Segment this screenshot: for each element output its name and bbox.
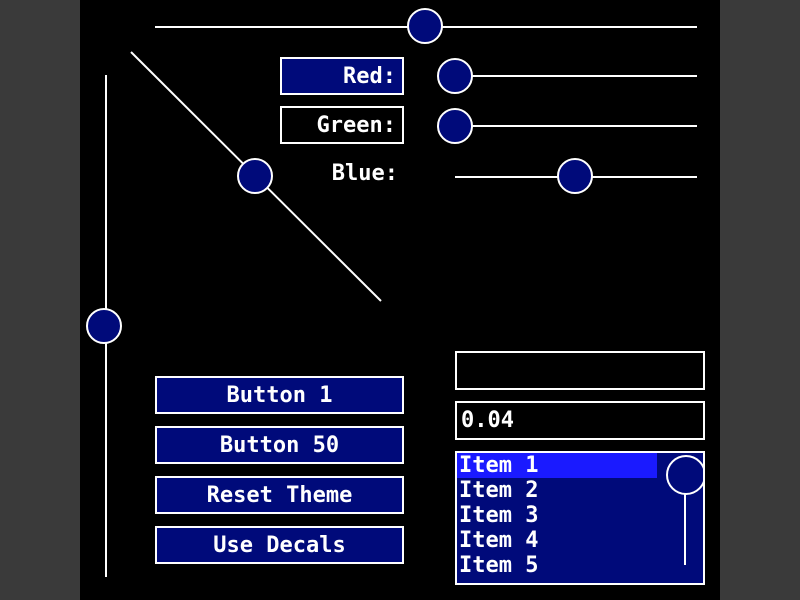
vertical-slider-knob[interactable]: [86, 308, 122, 344]
green-label: Green:: [280, 106, 404, 144]
red-label: Red:: [280, 57, 404, 95]
list-item[interactable]: Item 2: [459, 478, 539, 503]
app-window: Red: Green: Blue: Button 1 Button 50 Res…: [80, 0, 720, 600]
reset-theme-button[interactable]: Reset Theme: [155, 476, 404, 514]
green-slider-knob[interactable]: [437, 108, 473, 144]
list-item[interactable]: Item 1: [457, 453, 657, 478]
top-slider-knob[interactable]: [407, 8, 443, 44]
red-slider-knob[interactable]: [437, 58, 473, 94]
list-scrollbar-knob[interactable]: [666, 455, 703, 495]
list-scrollbar-track[interactable]: [684, 475, 686, 565]
text-input-1[interactable]: [455, 351, 705, 390]
list-item[interactable]: Item 3: [459, 503, 539, 528]
diagonal-slider-knob[interactable]: [237, 158, 273, 194]
use-decals-button[interactable]: Use Decals: [155, 526, 404, 564]
text-input-2[interactable]: 0.04: [455, 401, 705, 440]
item-list[interactable]: Item 1 Item 2 Item 3 Item 4 Item 5: [455, 451, 705, 585]
blue-slider-knob[interactable]: [557, 158, 593, 194]
button-1[interactable]: Button 1: [155, 376, 404, 414]
blue-label: Blue:: [331, 161, 398, 186]
list-item[interactable]: Item 4: [459, 528, 539, 553]
button-50[interactable]: Button 50: [155, 426, 404, 464]
green-slider-track[interactable]: [455, 125, 697, 127]
red-slider-track[interactable]: [455, 75, 697, 77]
list-item[interactable]: Item 5: [459, 553, 539, 578]
